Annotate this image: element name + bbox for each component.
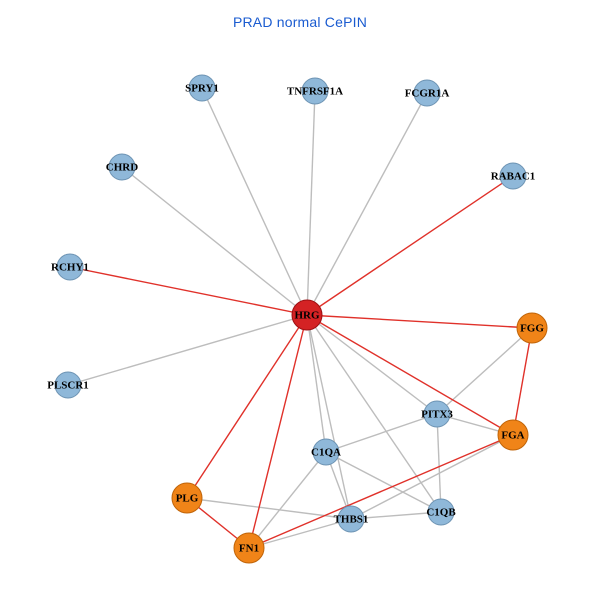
edge-HRG-FN1 <box>248 314 308 549</box>
edge-PITX3-C1QA <box>325 413 438 453</box>
node-FCGR1A: FCGR1A <box>405 79 449 107</box>
edge-HRG-FGA <box>306 314 514 436</box>
edge-FN1-FGA <box>248 434 514 549</box>
edge-HRG-C1QB <box>306 314 442 513</box>
edge-HRG-TNFRSF1A <box>306 90 316 316</box>
edge-FGG-PITX3 <box>436 327 533 415</box>
node-circle-RCHY1 <box>56 253 84 281</box>
node-circle-FCGR1A <box>413 79 441 107</box>
node-C1QB: C1QB <box>426 498 456 526</box>
chart-title: PRAD normal CePIN <box>232 14 368 30</box>
node-circle-C1QB <box>427 498 455 526</box>
node-circle-FGG <box>516 312 548 344</box>
edge-HRG-PLSCR1 <box>67 314 308 386</box>
node-TNFRSF1A: TNFRSF1A <box>287 77 343 105</box>
edge-PITX3-C1QB <box>436 413 442 513</box>
edge-PLG-THBS1 <box>186 497 352 520</box>
node-HRG: HRG <box>291 299 323 331</box>
node-circle-PITX3 <box>423 400 451 428</box>
edge-FGA-THBS1 <box>350 434 514 520</box>
node-circle-HRG <box>291 299 323 331</box>
node-PLG: PLG <box>171 482 203 514</box>
node-PLSCR1: PLSCR1 <box>47 371 89 399</box>
edge-HRG-RCHY1 <box>69 266 308 316</box>
edge-HRG-FGG <box>306 314 533 329</box>
edge-HRG-C1QA <box>306 314 327 453</box>
edge-HRG-CHRD <box>121 166 308 316</box>
node-circle-PLSCR1 <box>54 371 82 399</box>
node-circle-SPRY1 <box>188 74 216 102</box>
node-circle-C1QA <box>312 438 340 466</box>
node-RABAC1: RABAC1 <box>491 162 535 190</box>
node-FGG: FGG <box>516 312 548 344</box>
edge-C1QB-THBS1 <box>350 511 442 520</box>
node-RCHY1: RCHY1 <box>51 253 89 281</box>
edge-HRG-FCGR1A <box>306 92 428 316</box>
edge-HRG-SPRY1 <box>201 87 308 316</box>
edge-HRG-THBS1 <box>306 314 352 520</box>
edge-HRG-PITX3 <box>306 314 438 415</box>
edge-HRG-PLG <box>186 314 308 499</box>
node-circle-CHRD <box>108 153 136 181</box>
edge-FGG-FGA <box>512 327 533 436</box>
node-circle-THBS1 <box>337 505 365 533</box>
node-circle-PLG <box>171 482 203 514</box>
node-circle-FN1 <box>233 532 265 564</box>
node-FN1: FN1 <box>233 532 265 564</box>
node-FGA: FGA <box>497 419 529 451</box>
edge-C1QA-C1QB <box>325 451 442 513</box>
edge-FN1-C1QA <box>248 451 327 549</box>
edge-HRG-RABAC1 <box>306 175 514 316</box>
node-circle-FGA <box>497 419 529 451</box>
node-circle-RABAC1 <box>499 162 527 190</box>
node-circle-TNFRSF1A <box>301 77 329 105</box>
edge-FN1-THBS1 <box>248 518 352 549</box>
node-C1QA: C1QA <box>311 438 341 466</box>
node-SPRY1: SPRY1 <box>185 74 219 102</box>
